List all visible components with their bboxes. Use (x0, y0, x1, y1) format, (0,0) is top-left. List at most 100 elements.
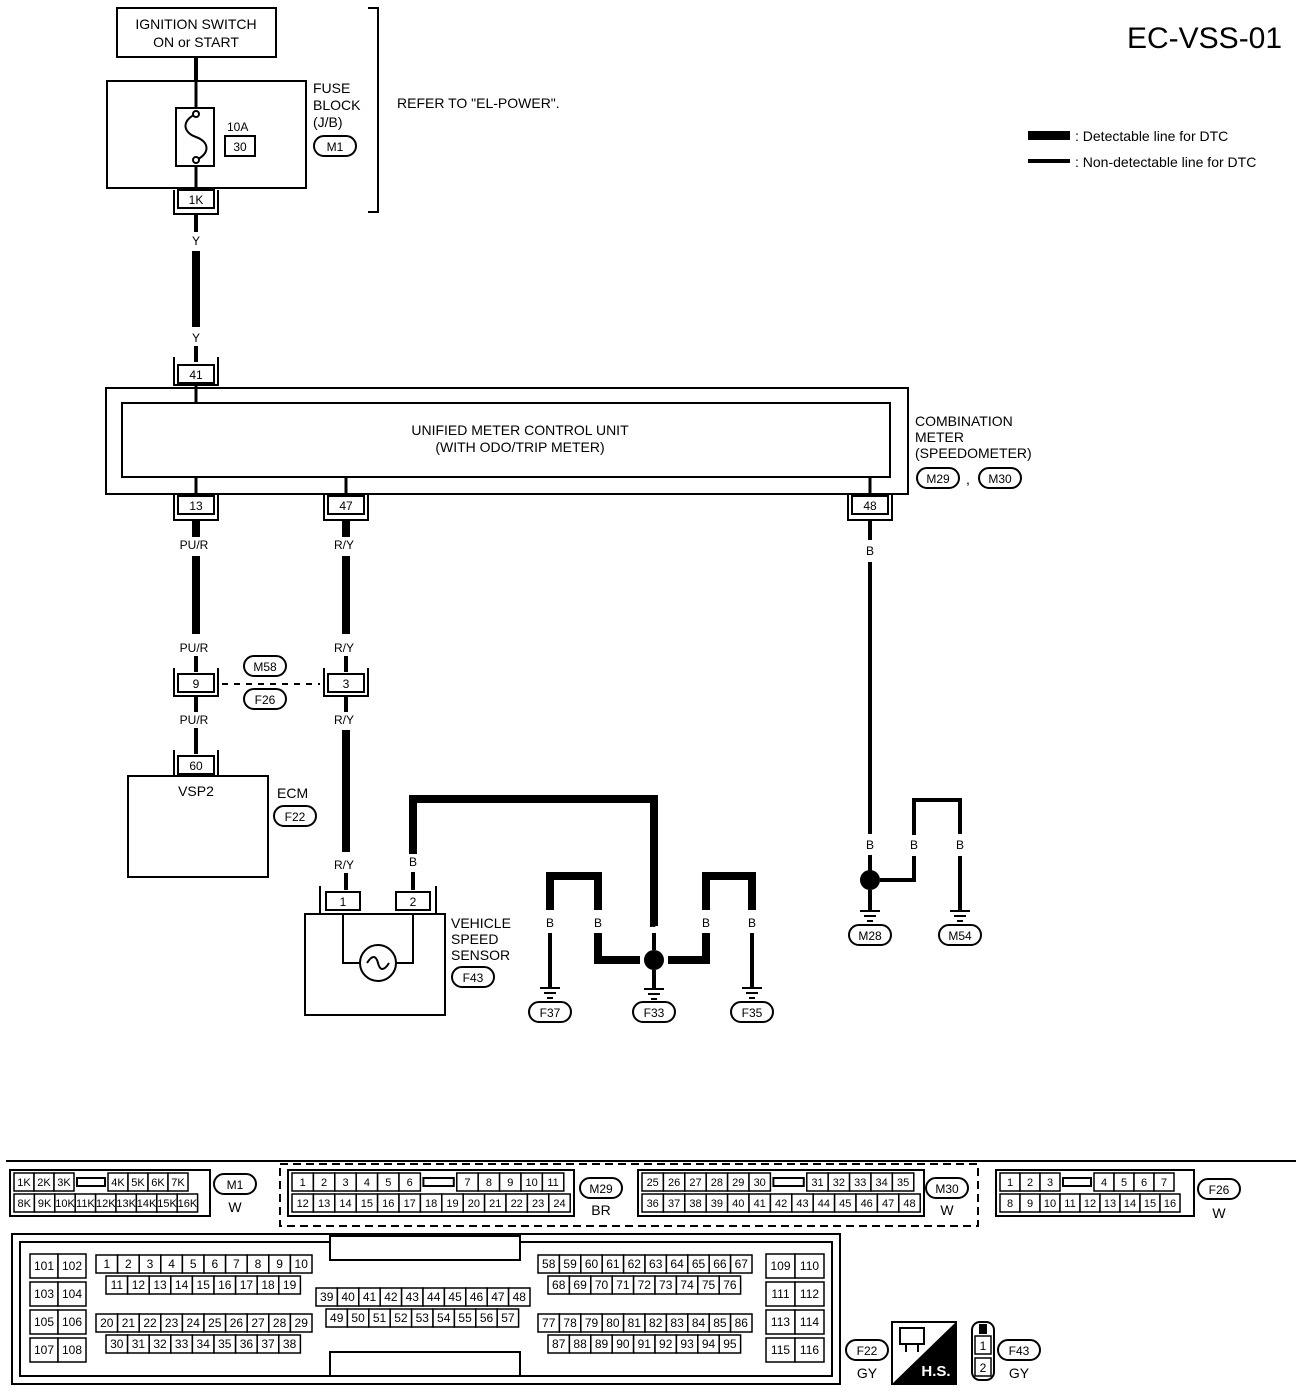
ground-m54: M54 (948, 929, 972, 943)
m29-pin: 23 (532, 1198, 544, 1210)
connector-f43-name: F43 (1009, 1344, 1030, 1358)
m1-pin: 12K (96, 1198, 116, 1210)
f22-pin: 33 (175, 1337, 189, 1351)
connector-cavity (898, 1193, 921, 1213)
connector-cavity (29, 1253, 59, 1279)
f22-pin: 87 (552, 1337, 566, 1351)
sensor-terminal-2: 2 (410, 895, 417, 909)
m1-pin: 16K (178, 1198, 198, 1210)
f22-pin: 19 (283, 1278, 297, 1292)
m29-pin: 20 (468, 1198, 480, 1210)
f22-pin: 114 (800, 1315, 819, 1329)
ecm-connector-f22: F22 (285, 810, 306, 824)
f22-pin: 82 (649, 1316, 663, 1330)
f26-pin: 3 (1047, 1177, 1053, 1189)
refer-el-power: REFER TO "EL-POWER". (397, 95, 560, 111)
f22-pin: 11 (111, 1278, 124, 1292)
f22-pin: 115 (771, 1343, 790, 1357)
connector-cavity (53, 1172, 75, 1192)
f22-pin: 16 (218, 1278, 232, 1292)
f22-pin: 37 (261, 1337, 275, 1351)
f22-pin: 69 (573, 1278, 587, 1292)
m30-pin: 30 (754, 1177, 766, 1189)
page-code: EC-VSS-01 (1127, 22, 1282, 55)
connector-cavity (278, 1334, 302, 1354)
f22-pin: 9 (276, 1257, 283, 1271)
joint-connector-f26: F26 (255, 693, 276, 707)
connector-cavity (57, 1281, 87, 1307)
connector-cavity (794, 1309, 825, 1335)
f22-pin: 101 (34, 1259, 54, 1273)
f26-pin: 14 (1124, 1198, 1136, 1210)
f22-pin: 81 (628, 1316, 642, 1330)
fuse-block: 10A 30 FUSE BLOCK (J/B) M1 1K REFER TO "… (106, 7, 560, 215)
splice-f33-icon (644, 950, 664, 970)
m30-pin: 31 (811, 1177, 823, 1189)
m1-pin: 1K (17, 1177, 31, 1189)
ecm-pin-vsp2: VSP2 (178, 783, 214, 799)
m29-pin: 14 (339, 1198, 351, 1210)
connector-m29-name: M29 (589, 1182, 613, 1196)
f22-pin: 36 (240, 1337, 254, 1351)
m29-pin: 15 (361, 1198, 373, 1210)
m30-pin: 40 (732, 1198, 744, 1210)
m1-pin: 4K (111, 1177, 125, 1189)
m29-pin: 16 (382, 1198, 394, 1210)
f26-pin: 2 (1027, 1177, 1033, 1189)
m30-pin: 39 (711, 1198, 723, 1210)
m30-pin: 33 (854, 1177, 866, 1189)
f22-pin: 14 (175, 1278, 189, 1292)
f22-pin: 63 (649, 1257, 663, 1271)
f22-pin: 104 (62, 1287, 82, 1301)
sensor-label-1: VEHICLE (451, 915, 511, 931)
connector-cavity (1159, 1193, 1181, 1213)
f22-pin: 41 (363, 1290, 377, 1304)
m1-pin: 9K (38, 1198, 52, 1210)
connector-cavity (289, 1313, 313, 1333)
m29-pin: 24 (553, 1198, 565, 1210)
f22-pin: 109 (770, 1259, 790, 1273)
ground-f35-icon (742, 987, 762, 999)
m29-pin: 7 (464, 1177, 470, 1189)
f22-pin: 25 (208, 1316, 222, 1330)
f22-pin: 116 (800, 1343, 819, 1357)
f22-pin: 18 (261, 1278, 275, 1292)
f22-pin: 113 (771, 1315, 790, 1329)
m30-pin: 43 (796, 1198, 808, 1210)
splice-m28-icon (860, 870, 880, 890)
f22-pin: 58 (542, 1257, 556, 1271)
m1-pin: 5K (131, 1177, 145, 1189)
m1-pin: 8K (17, 1198, 31, 1210)
m30-pin: 36 (647, 1198, 659, 1210)
f22-pin: 95 (723, 1337, 737, 1351)
f26-pin: 13 (1104, 1198, 1116, 1210)
m29-pin: 4 (364, 1177, 370, 1189)
connector-m30-color: W (940, 1202, 954, 1218)
meter-connector-separator: , (966, 471, 970, 487)
m29-pin: 22 (511, 1198, 523, 1210)
f22-pin: 86 (735, 1316, 749, 1330)
meter-connector-m30: M30 (988, 472, 1012, 486)
f22-pin: 78 (563, 1316, 577, 1330)
f22-pin: 39 (320, 1290, 334, 1304)
f22-pin: 7 (233, 1257, 240, 1271)
wire-label-b-f35-2: B (748, 916, 756, 930)
f22-pin: 51 (373, 1311, 387, 1325)
f22-pin: 30 (110, 1337, 124, 1351)
f22-pin: 110 (800, 1259, 819, 1273)
f22-pin: 111 (771, 1287, 790, 1301)
connector-cavity (57, 1253, 87, 1279)
m30-pin: 45 (839, 1198, 851, 1210)
m29-pin: 21 (489, 1198, 501, 1210)
m30-pin: 48 (903, 1198, 915, 1210)
f22-pin: 84 (692, 1316, 706, 1330)
f22-pin: 72 (638, 1278, 652, 1292)
f26-pin: 12 (1084, 1198, 1096, 1210)
f22-pin: 85 (713, 1316, 727, 1330)
f22-pin: 20 (100, 1316, 114, 1330)
f26-pin: 4 (1101, 1177, 1107, 1189)
f22-pin: 105 (34, 1315, 54, 1329)
m30-pin: 34 (876, 1177, 888, 1189)
wire-label-pur-2: PU/R (180, 641, 209, 655)
connector-cavity (794, 1281, 825, 1307)
